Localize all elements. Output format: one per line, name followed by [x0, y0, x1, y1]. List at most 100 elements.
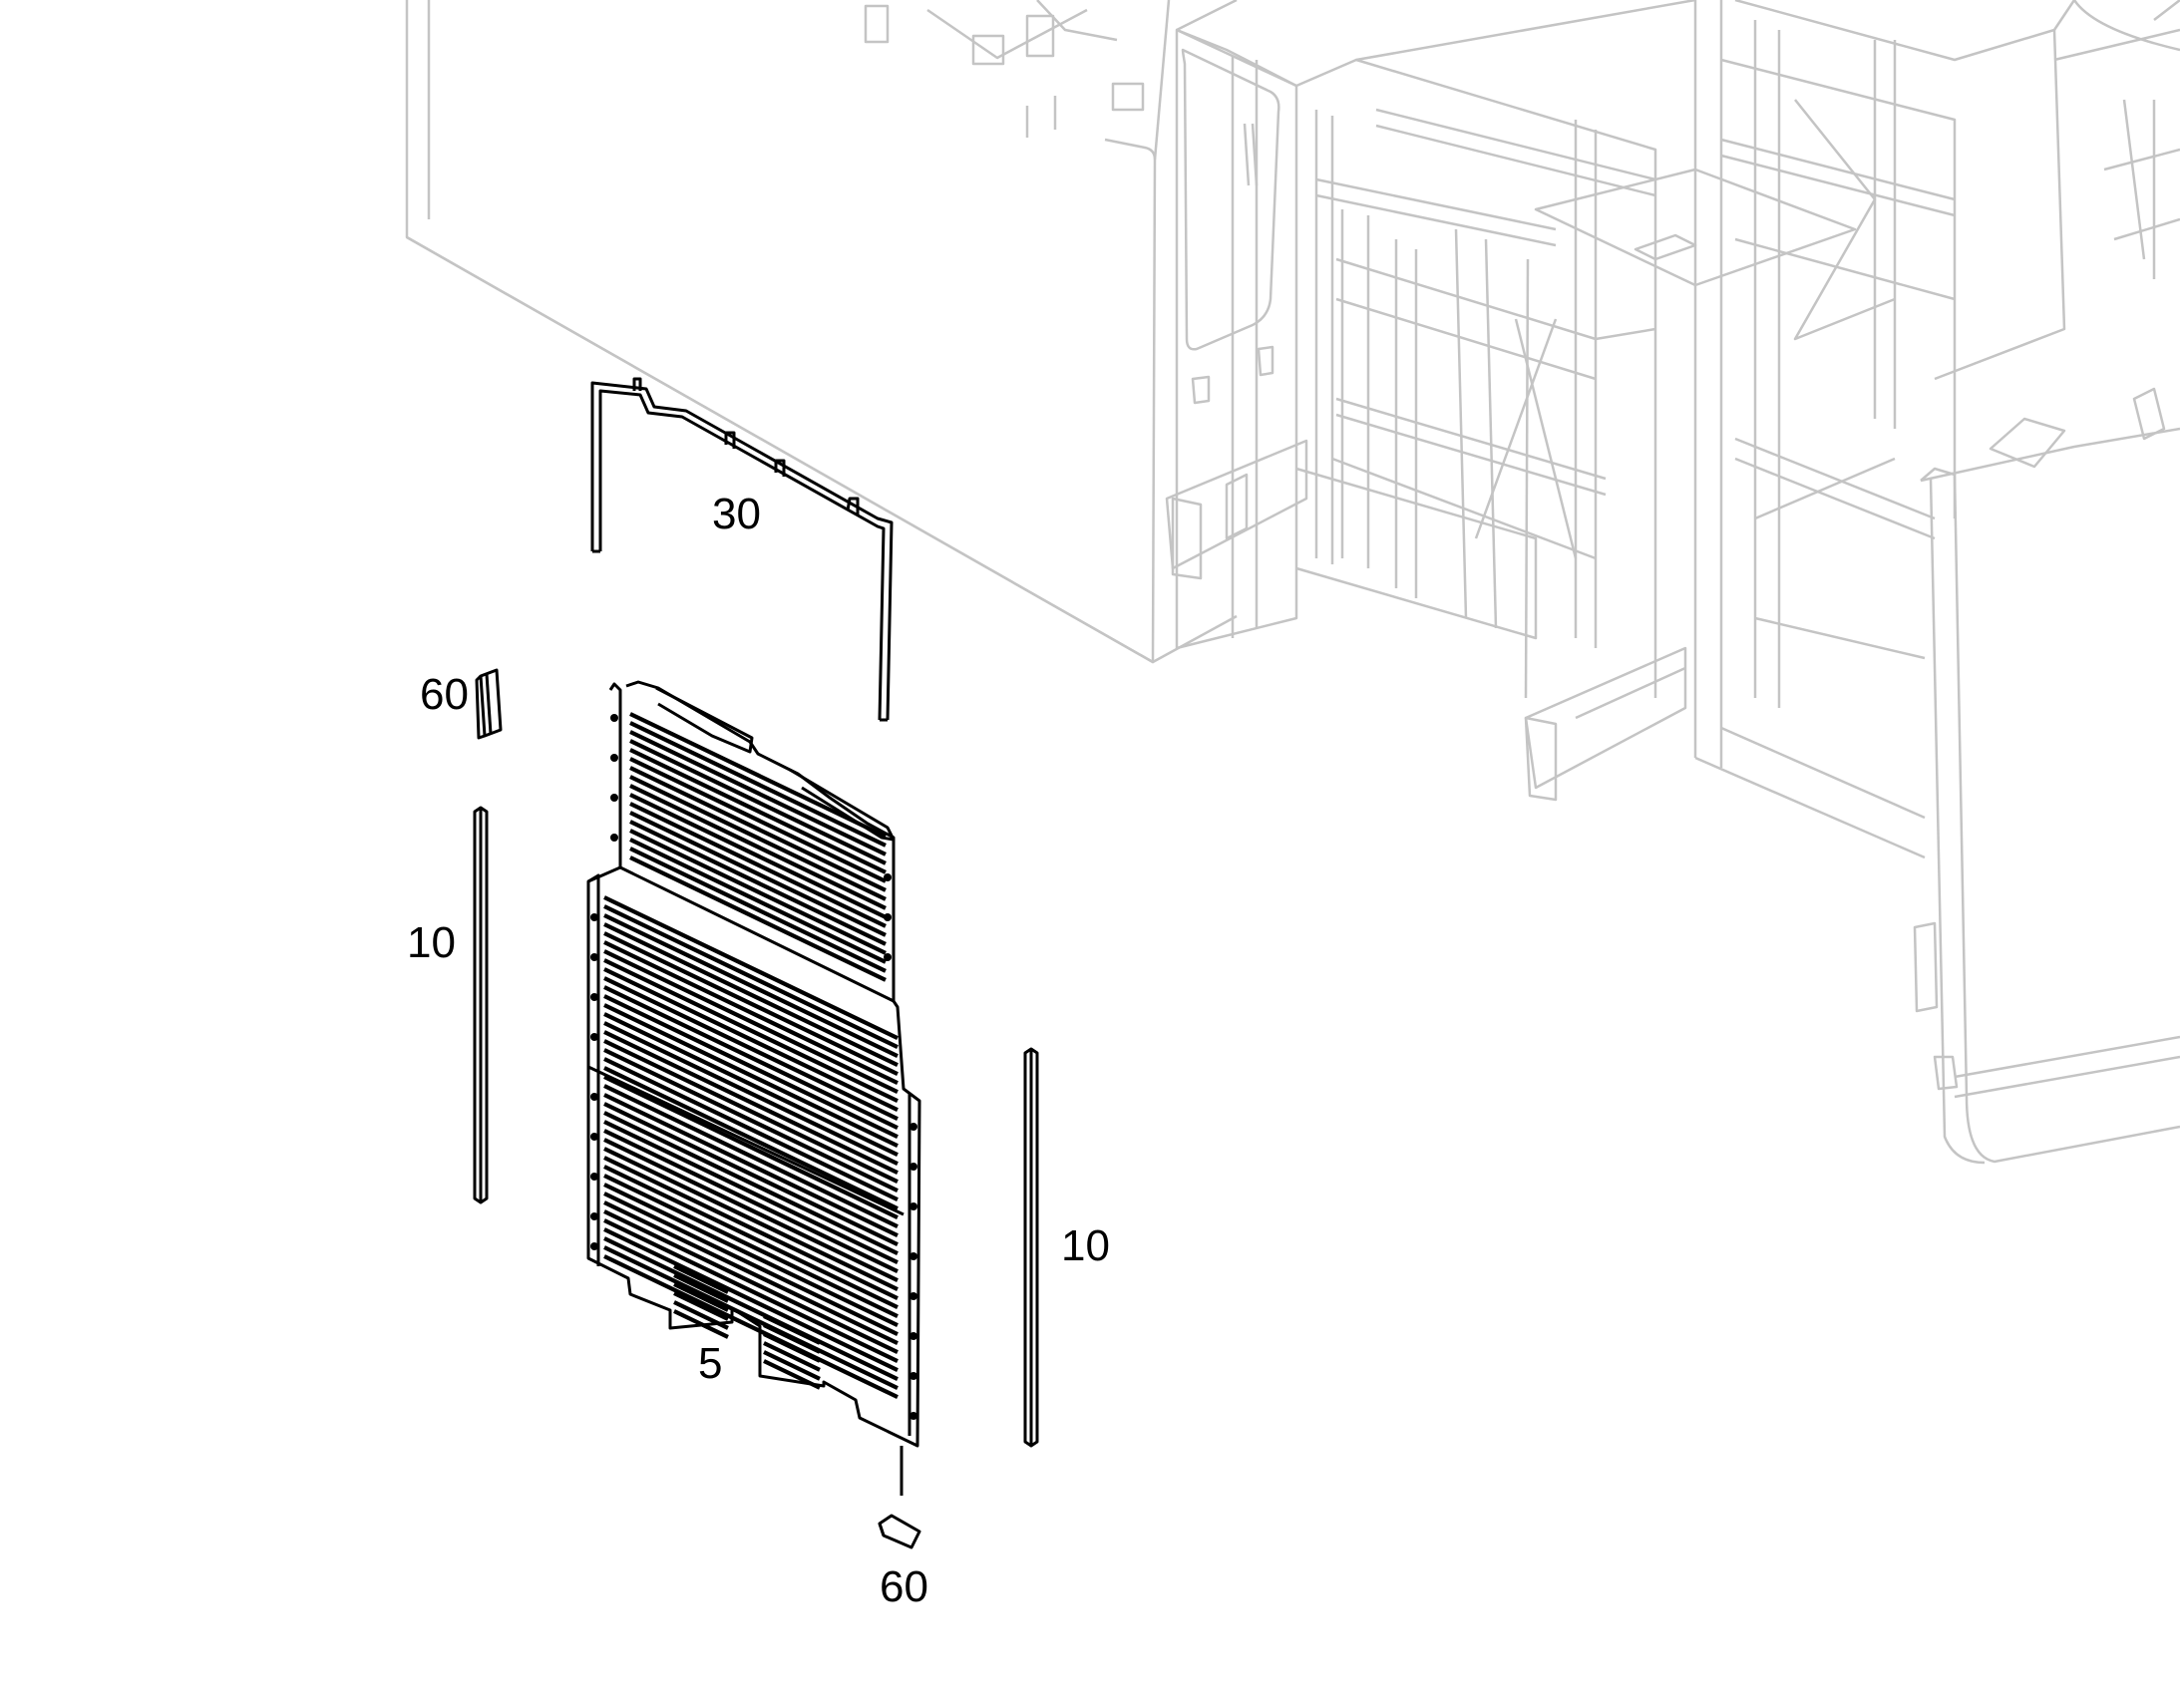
- grille-slat: [603, 1039, 899, 1185]
- grille-rivet: [909, 1292, 917, 1300]
- grille-rivet: [590, 953, 598, 961]
- callout-label-30: 30: [712, 490, 761, 538]
- grille-slat: [629, 775, 887, 901]
- grille-slat: [603, 1147, 899, 1292]
- grille-rivet: [590, 1173, 598, 1181]
- grille-slat: [629, 793, 887, 919]
- machine-context-drawing: [405, 0, 2180, 1165]
- grille-slat: [603, 931, 899, 1077]
- grille-rivet: [884, 873, 892, 881]
- callout-label-5: 5: [698, 1339, 723, 1388]
- grille-slat: [603, 1245, 899, 1391]
- grille-slat: [629, 829, 887, 955]
- grille-slat: [603, 949, 899, 1095]
- grille-slat: [763, 1350, 821, 1381]
- grille-rivet: [909, 1202, 917, 1210]
- upper-clip-part: [475, 668, 503, 740]
- grille-slat: [603, 1236, 899, 1382]
- grille-slat: [629, 838, 887, 964]
- grille-slat: [603, 1102, 899, 1247]
- grille-rivet: [909, 1163, 917, 1171]
- right-strip-part: [1023, 1047, 1039, 1448]
- grille-slat: [603, 1192, 899, 1337]
- grille-slat: [763, 1341, 821, 1372]
- grille-slat: [603, 1003, 899, 1149]
- grille-slat: [603, 1209, 899, 1355]
- grille-slat: [629, 757, 887, 883]
- grille-slat: [603, 985, 899, 1131]
- grille-slat: [763, 1314, 821, 1345]
- grille-rivet: [590, 1133, 598, 1141]
- grille-rivet: [610, 834, 618, 842]
- grille-slat: [603, 1129, 899, 1274]
- grille-slat: [629, 721, 887, 848]
- grille-slat: [673, 1291, 729, 1321]
- grille-slat: [603, 1057, 899, 1202]
- left-strip-part: [473, 806, 489, 1204]
- grille-slat: [629, 847, 887, 973]
- grille-rivet: [610, 714, 618, 722]
- callout-label-60-lower: 60: [880, 1562, 928, 1611]
- grille-rivet: [909, 1332, 917, 1340]
- grille-slat: [603, 904, 899, 1050]
- grille-slat: [603, 1093, 899, 1238]
- grille-slat: [629, 739, 887, 865]
- grille-slat: [603, 922, 899, 1068]
- grille-slat: [629, 855, 887, 982]
- grille-slat: [603, 1048, 899, 1194]
- grille-slat: [603, 994, 899, 1140]
- grille-rivet: [590, 1242, 598, 1250]
- grille-slat: [603, 1183, 899, 1328]
- grille-rivet: [590, 993, 598, 1001]
- grille-rivet: [909, 1372, 917, 1380]
- grille-slat: [603, 1084, 899, 1229]
- callout-label-10-left: 10: [407, 918, 456, 967]
- grille-rivet: [884, 913, 892, 921]
- grille-slat: [629, 730, 887, 856]
- callout-label-60-upper: 60: [420, 670, 469, 719]
- grille-slat: [763, 1323, 821, 1354]
- grille-rivet: [590, 1093, 598, 1101]
- grille-rivet: [610, 754, 618, 762]
- grille-slat: [603, 1021, 899, 1167]
- radiator-grille-part: [586, 680, 921, 1496]
- grille-slat: [603, 1165, 899, 1310]
- grille-slat: [629, 712, 887, 839]
- grille-rivet: [909, 1123, 917, 1131]
- grille-slat: [629, 748, 887, 874]
- grille-slat: [603, 1012, 899, 1158]
- grille-slat: [629, 784, 887, 910]
- grille-slat: [603, 1156, 899, 1301]
- grille-slat: [603, 940, 899, 1086]
- grille-rivet: [610, 794, 618, 802]
- grille-slat: [603, 1227, 899, 1373]
- grille-slat: [629, 811, 887, 937]
- grille-slat: [603, 958, 899, 1104]
- grille-slat: [629, 766, 887, 892]
- grille-slat: [629, 802, 887, 928]
- grille-slat: [603, 913, 899, 1059]
- grille-slat: [603, 1218, 899, 1364]
- top-frame-part: [590, 377, 894, 722]
- grille-slat: [603, 967, 899, 1113]
- grille-slat: [673, 1282, 729, 1312]
- grille-rivet: [590, 1212, 598, 1220]
- grille-slat: [603, 976, 899, 1122]
- grille-rivet: [909, 1412, 917, 1420]
- grille-slat: [603, 1030, 899, 1176]
- grille-slat: [603, 1111, 899, 1256]
- grille-slat: [603, 1174, 899, 1319]
- grille-slat: [603, 1138, 899, 1283]
- grille-slat: [763, 1332, 821, 1363]
- grille-slat: [603, 1254, 899, 1400]
- grille-rivet: [590, 1033, 598, 1041]
- callout-label-10-right: 10: [1061, 1221, 1110, 1270]
- grille-slat: [603, 1200, 899, 1346]
- grille-slat: [629, 820, 887, 946]
- grille-rivet: [909, 1252, 917, 1260]
- grille-rivet: [590, 913, 598, 921]
- grille-rivet: [884, 953, 892, 961]
- grille-slat: [603, 1120, 899, 1265]
- grille-slat: [603, 1066, 899, 1211]
